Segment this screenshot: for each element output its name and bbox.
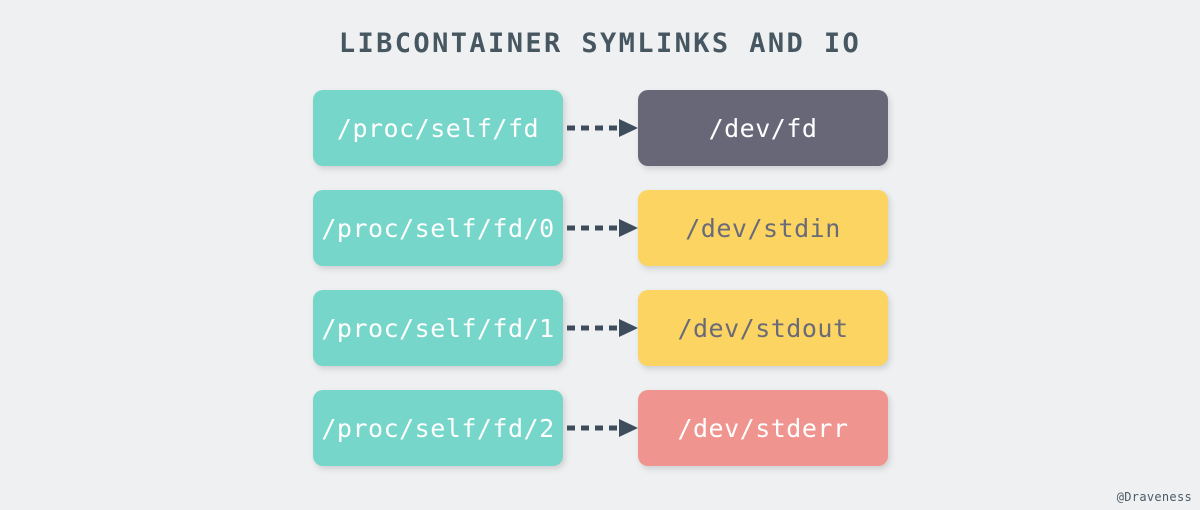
source-node: /proc/self/fd — [313, 90, 563, 166]
target-node: /dev/stdin — [638, 190, 888, 266]
source-node-label: /proc/self/fd/2 — [321, 413, 555, 443]
dashed-arrow-right-icon — [563, 116, 639, 140]
watermark: @Draveness — [1116, 490, 1192, 504]
target-node: /dev/stdout — [638, 290, 888, 366]
page-title: LIBCONTAINER SYMLINKS AND IO — [338, 28, 862, 59]
target-node-label: /dev/fd — [708, 113, 818, 143]
symlink-row: /proc/self/fd/1 /dev/stdout — [0, 290, 1200, 366]
dashed-arrow-right-icon — [563, 316, 639, 340]
source-node-label: /proc/self/fd/0 — [321, 213, 555, 243]
source-node: /proc/self/fd/0 — [313, 190, 563, 266]
target-node: /dev/stderr — [638, 390, 888, 466]
source-node: /proc/self/fd/1 — [313, 290, 563, 366]
dashed-arrow-right-icon — [563, 216, 639, 240]
source-node-label: /proc/self/fd/1 — [321, 313, 555, 343]
symlink-row: /proc/self/fd/2 /dev/stderr — [0, 390, 1200, 466]
source-node: /proc/self/fd/2 — [313, 390, 563, 466]
target-node-label: /dev/stdin — [685, 213, 841, 243]
dashed-arrow-right-icon — [563, 416, 639, 440]
target-node: /dev/fd — [638, 90, 888, 166]
source-node-label: /proc/self/fd — [336, 113, 540, 143]
symlink-row: /proc/self/fd/0 /dev/stdin — [0, 190, 1200, 266]
target-node-label: /dev/stdout — [677, 313, 849, 343]
target-node-label: /dev/stderr — [677, 413, 849, 443]
symlink-row: /proc/self/fd /dev/fd — [0, 90, 1200, 166]
